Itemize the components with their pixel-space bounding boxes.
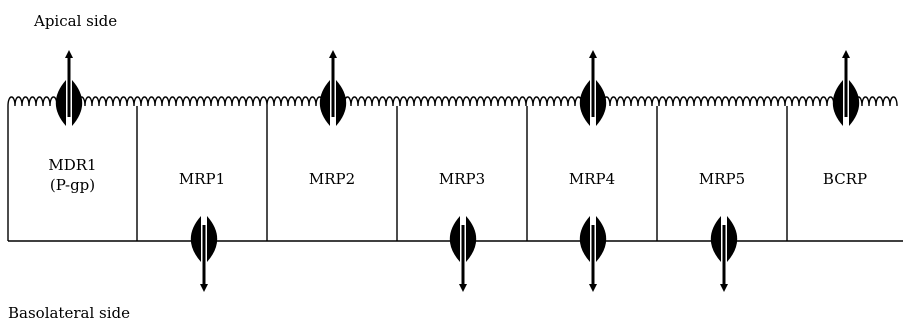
transporter-lens-left	[55, 80, 66, 126]
cell-label: BCRP	[823, 170, 867, 188]
arrow-head	[329, 50, 337, 58]
arrow-head	[65, 50, 73, 58]
arrow-head	[589, 284, 597, 292]
cell-label: MRP1	[179, 170, 225, 188]
cell-labels: MDR1 (P-gp) MRP1 MRP2 MRP3 MRP4 MRP5 BCRP	[48, 156, 867, 194]
transporter-lens-right	[849, 80, 860, 126]
transporter-lens-left	[579, 216, 590, 262]
transporter-lens-left	[579, 80, 590, 126]
arrow-head	[720, 284, 728, 292]
transporter-efflux-basolateral	[579, 216, 607, 292]
transporter-lens-right	[596, 80, 607, 126]
transporter-lens-right	[727, 216, 738, 262]
transporter-efflux-apical	[319, 50, 347, 126]
cell-walls	[7, 106, 788, 241]
transporter-lens-left	[190, 216, 201, 262]
transporter-lens-left	[319, 80, 330, 126]
apical-side-label: Apical side	[33, 12, 117, 30]
transporter-efflux-basolateral	[449, 216, 477, 292]
transporter-efflux-basolateral	[190, 216, 218, 292]
transporter-lens-left	[710, 216, 721, 262]
transporter-lens-right	[207, 216, 218, 262]
transporter-efflux-apical	[55, 50, 83, 126]
transporter-efflux-apical	[832, 50, 860, 126]
transporters	[55, 50, 860, 292]
cell-label: MRP2	[309, 170, 355, 188]
microvilli-border	[7, 96, 898, 107]
arrow-head	[589, 50, 597, 58]
arrow-head	[459, 284, 467, 292]
arrow-head	[200, 284, 208, 292]
cell-label: MRP5	[699, 170, 745, 188]
arrow-head	[842, 50, 850, 58]
transporter-lens-right	[596, 216, 607, 262]
cell-label: MDR1	[48, 156, 96, 174]
transporter-lens-right	[466, 216, 477, 262]
cell-label: MRP3	[439, 170, 485, 188]
transporter-lens-right	[72, 80, 83, 126]
cell-label: MRP4	[569, 170, 615, 188]
transporter-efflux-apical	[579, 50, 607, 126]
transporter-efflux-basolateral	[710, 216, 738, 292]
transporter-lens-left	[449, 216, 460, 262]
basolateral-side-label: Basolateral side	[8, 304, 130, 322]
cell-label: (P-gp)	[50, 176, 95, 194]
transporter-lens-right	[336, 80, 347, 126]
transporter-lens-left	[832, 80, 843, 126]
